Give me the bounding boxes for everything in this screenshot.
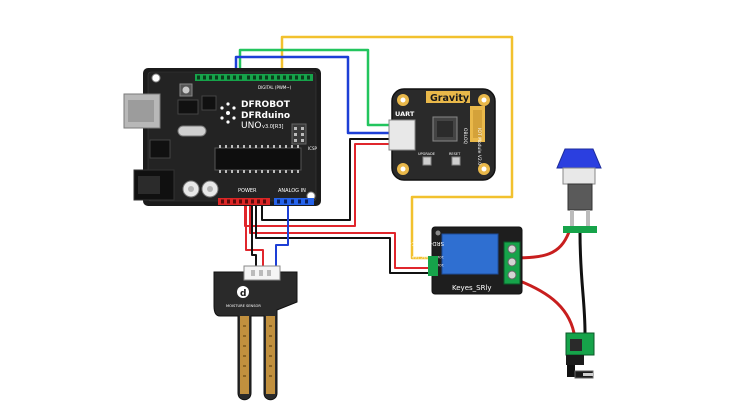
atmega-chip [214,147,302,171]
reset-button-iot[interactable] [451,156,461,166]
wire-yellow-relay-signal [280,35,514,260]
obloq-label: OBLOQ [462,128,468,145]
uart-label: UART [395,110,415,118]
svg-text:d: d [240,289,246,299]
iot-title: Gravity [430,93,470,104]
power-header [218,198,270,205]
dfrobot-d-logo-icon: d [237,286,249,299]
digital-header [195,74,313,81]
wire-blue-uart [234,55,397,135]
upgrade-button[interactable] [422,156,432,166]
upgrade-label: UPGRADE [418,152,435,156]
brand-line2: DFRduino [241,111,290,121]
board-version: v3.0[R3] [262,124,284,130]
iot-module: Gravity UART OBLOQ IOT Module V2.0 UPGRA… [388,88,496,181]
relay-module: SRD-05VDC-SL-C 10A 250VAC 10A 125VAC 10A… [396,226,523,295]
relay-label: Keyes_SRly [452,284,492,292]
pump-top-icon [556,148,602,169]
analog-header [274,198,314,205]
relay-spec1: 10A 250VAC 10A 125VAC [396,255,444,260]
digital-label: DIGITAL (PWM~) [258,85,292,90]
icsp-label: ICSP [308,146,318,151]
relay-spec2: 10A 30VDC 10A 28VDC [399,263,444,268]
wire-blue-sensor-signal [275,205,289,266]
uart-connector[interactable] [388,119,416,151]
reset-label-iot: RESET [449,152,461,156]
dfrobot-logo-icon [220,102,236,124]
wire-green-uart [238,48,397,127]
wire-black-pump-battery [578,231,587,334]
water-pump [556,148,602,233]
arduino-board: DIGITAL (PWM~) DFROBOT DFRduino UNO v3.0… [123,68,321,206]
wire-red-sensor-vcc [245,205,264,266]
relay-input-header[interactable] [428,256,438,276]
power-connector [565,332,595,379]
wire-black-iot-gnd [261,138,397,221]
crystal [177,125,207,137]
board-model: UNO [241,121,261,131]
wire-black-sensor-gnd [251,205,257,266]
sensor-label: MOISTURE SENSOR [226,304,261,308]
analog-label: ANALOG IN [278,188,306,194]
relay-part-number: SRD-05VDC-SL-C [397,240,444,246]
wire-black-relay-gnd [255,205,432,274]
power-label: POWER [238,188,257,194]
relay-screw-terminals[interactable] [503,241,521,285]
wire-red-relay-vcc [249,205,432,269]
moisture-sensor: d MOISTURE SENSOR [213,265,298,401]
iot-side-label: IOT Module V2.0 [476,128,482,165]
brand-line1: DFROBOT [241,100,291,110]
